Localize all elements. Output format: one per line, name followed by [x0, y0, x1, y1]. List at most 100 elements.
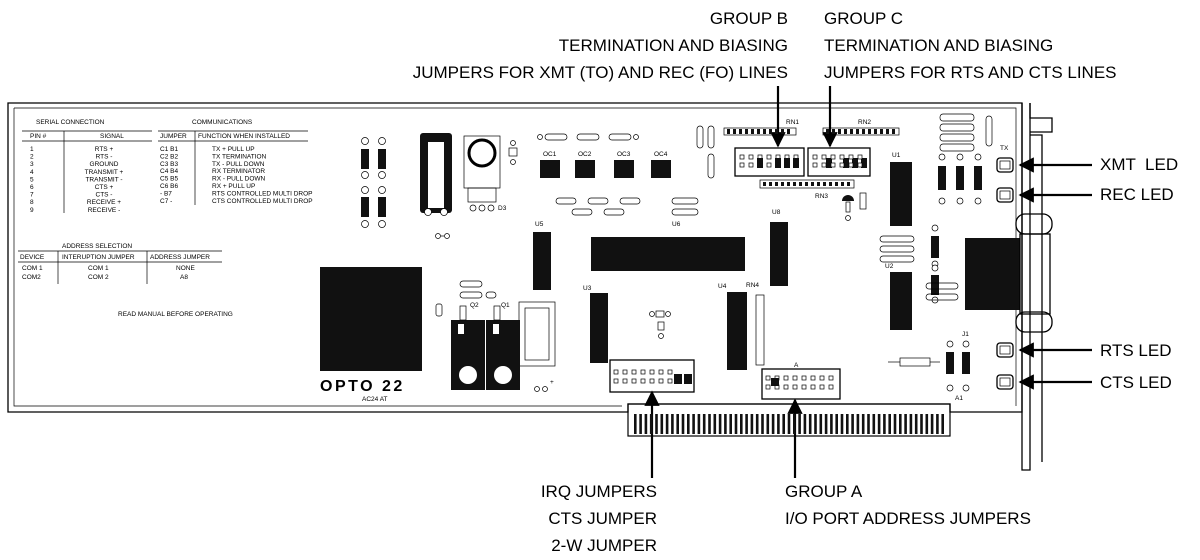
callout-group-c-line1: GROUP C — [824, 9, 903, 28]
optocouplers: OC1 OC2 OC3 OC4 — [540, 151, 671, 178]
address-selection-table: ADDRESS SELECTION DEVICE INTERUPTION JUM… — [18, 243, 222, 284]
callout-group-a: GROUP A I/O PORT ADDRESS JUMPERS — [785, 482, 1031, 528]
irq-jumper-block — [609, 359, 695, 393]
comm-function-5: RX - PULL DOWN — [212, 176, 266, 183]
label-d3: D3 — [498, 205, 507, 212]
ic-u2: U2 — [885, 263, 912, 330]
label-a1: A1 — [955, 395, 963, 402]
serial-pin-7: 7 — [30, 192, 34, 199]
comm-jumper-5: C5 B5 — [160, 176, 178, 183]
label-u4: U4 — [718, 283, 727, 290]
ic-large-square — [320, 267, 422, 371]
leds — [996, 157, 1014, 390]
label-q1: Q1 — [501, 302, 510, 309]
jumper-block-group-b — [734, 147, 867, 177]
label-oc2: OC2 — [578, 151, 592, 158]
ic-u6-uart: U6 — [591, 221, 745, 271]
callout-group-b-line2: TERMINATION AND BIASING — [559, 36, 788, 55]
label-q2: Q2 — [470, 302, 479, 309]
serial-pin-2: 2 — [30, 154, 34, 161]
db9-connector — [965, 213, 1053, 333]
resistors-top-row — [537, 125, 715, 179]
comm-header-function: FUNCTION WHEN INSTALLED — [198, 133, 290, 140]
label-oc4: OC4 — [654, 151, 668, 158]
comm-function-2: TX TERMINATION — [212, 153, 267, 160]
comm-function-8: CTS CONTROLLED MULTI DROP — [212, 198, 313, 205]
small-passives-center: + — [534, 310, 671, 392]
ic-u8: U8 — [770, 209, 788, 286]
communications-table: COMMUNICATIONS JUMPER FUNCTION WHEN INST… — [158, 119, 313, 205]
label-j1: J1 — [962, 331, 969, 338]
resistor-network-rn1: RN1 — [723, 119, 799, 136]
resistors-led-drivers-top — [938, 153, 982, 205]
comm-table-title: COMMUNICATIONS — [192, 119, 253, 126]
callout-group-b-line3: JUMPERS FOR XMT (TO) AND REC (FO) LINES — [413, 63, 788, 82]
address-row2-device: COM2 — [22, 274, 41, 281]
label-address-a: A — [794, 362, 799, 369]
callout-group-a-line2: I/O PORT ADDRESS JUMPERS — [785, 509, 1031, 528]
serial-pin-4: 4 — [30, 169, 34, 176]
callout-arrows — [644, 86, 1092, 478]
label-rn2: RN2 — [858, 119, 871, 126]
serial-connection-table: SERIAL CONNECTION PIN # SIGNAL 123456789… — [22, 119, 152, 214]
serial-signal-4: TRANSMIT + — [85, 169, 124, 176]
serial-signal-5: TRANSMIT - — [85, 176, 122, 183]
callout-group-a-line1: GROUP A — [785, 482, 863, 501]
address-table-title: ADDRESS SELECTION — [62, 243, 132, 250]
callout-irq-line2: CTS JUMPER — [548, 509, 657, 528]
address-header-interruption: INTERUPTION JUMPER — [62, 254, 135, 261]
resistors-middle-row — [555, 197, 699, 216]
comm-jumper-7: - B7 — [160, 190, 172, 197]
ic-u4: U4 — [718, 283, 747, 370]
edge-connector — [627, 403, 951, 437]
voltage-regulator: D3 — [463, 135, 507, 212]
callout-rec-led: REC LED — [1100, 185, 1174, 204]
serial-header-signal: SIGNAL — [100, 133, 124, 140]
callout-irq-line3: 2-W JUMPER — [551, 536, 657, 555]
label-oc1: OC1 — [543, 151, 557, 158]
callout-group-b: GROUP B TERMINATION AND BIASING JUMPERS … — [413, 9, 788, 82]
edge-connector-fingers — [634, 414, 944, 434]
manual-notice: READ MANUAL BEFORE OPERATING — [118, 311, 233, 318]
serial-pin-5: 5 — [30, 176, 34, 183]
serial-signal-3: GROUND — [90, 161, 119, 168]
callout-group-c-line2: TERMINATION AND BIASING — [824, 36, 1053, 55]
label-u6: U6 — [672, 221, 681, 228]
comm-jumper-2: C2 B2 — [160, 153, 178, 160]
ic-u1: U1 — [890, 152, 912, 226]
resistor-network-rn3: RN3 — [759, 179, 855, 200]
address-row1-device: COM 1 — [22, 265, 43, 272]
xmt-led — [996, 157, 1014, 173]
serial-signal-7: CTS - — [96, 192, 113, 199]
small-passives-left — [435, 140, 518, 239]
callout-cts-led: CTS LED — [1100, 373, 1172, 392]
callout-xmt-led: XMT LED — [1100, 155, 1178, 174]
label-u1: U1 — [892, 152, 901, 159]
rts-led — [996, 342, 1014, 358]
resistors-led-drivers-bottom: J1 A1 — [888, 331, 970, 402]
ic-u5: U5 — [533, 221, 551, 290]
resistors-mid-right — [879, 224, 959, 304]
comm-function-6: RX + PULL UP — [212, 183, 255, 190]
comm-jumper-3: C3 B3 — [160, 161, 178, 168]
capacitor-electrolytic — [420, 133, 452, 216]
cts-led — [996, 374, 1014, 390]
label-u3: U3 — [583, 285, 592, 292]
serial-signal-2: RTS - — [96, 154, 113, 161]
callout-group-c-line3: JUMPERS FOR RTS AND CTS LINES — [824, 63, 1117, 82]
comm-jumper-6: C6 B6 — [160, 183, 178, 190]
label-rn1: RN1 — [786, 119, 799, 126]
small-passives-right — [842, 192, 867, 221]
serial-pin-9: 9 — [30, 207, 34, 214]
ic-u3: U3 — [583, 285, 608, 363]
comm-header-jumper: JUMPER — [160, 133, 187, 140]
comm-function-1: TX + PULL UP — [212, 146, 255, 153]
resistors-top-right: TX — [939, 113, 1009, 152]
irq-jumper-pins — [613, 369, 673, 384]
label-rn4: RN4 — [746, 282, 759, 289]
serial-table-title: SERIAL CONNECTION — [36, 119, 105, 126]
label-u2: U2 — [885, 263, 894, 270]
